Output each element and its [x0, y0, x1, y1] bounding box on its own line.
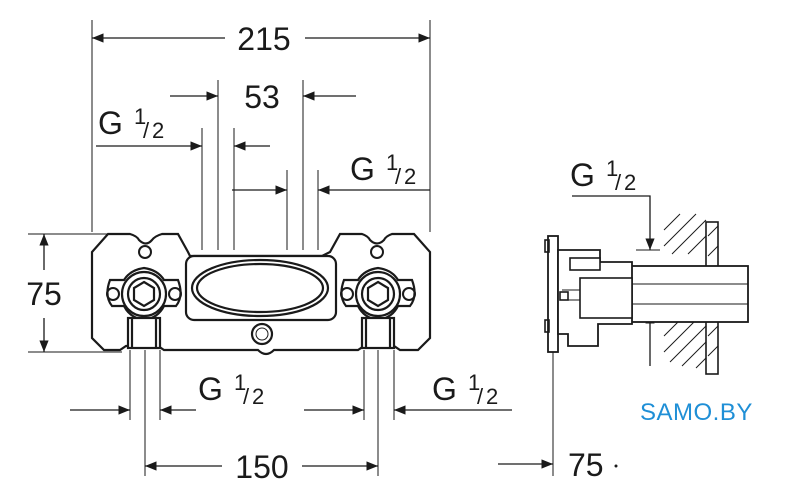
svg-text:G: G	[98, 105, 123, 141]
watermark-logo: SAMO.BY	[640, 399, 753, 426]
svg-text:1: 1	[234, 370, 246, 395]
dim-150-label: 150	[235, 449, 288, 485]
dim-53-label: 53	[244, 79, 280, 115]
svg-text:/: /	[615, 170, 622, 195]
right-valve	[340, 266, 416, 350]
svg-text:2: 2	[404, 164, 416, 189]
dim-75-height-label: 75	[26, 276, 62, 312]
svg-text:/: /	[395, 164, 402, 189]
svg-text:G: G	[432, 371, 457, 407]
thread-label-bottom-right: G 1 / 2	[432, 370, 498, 409]
svg-text:2: 2	[152, 118, 164, 143]
svg-text:2: 2	[486, 384, 498, 409]
svg-text:/: /	[143, 118, 150, 143]
side-view: G 1 / 2	[498, 156, 753, 483]
thread-label-upper-right: G 1 / 2	[350, 150, 416, 189]
svg-text:G: G	[198, 371, 223, 407]
svg-text:1: 1	[606, 156, 618, 181]
thread-label-upper-left: G 1 / 2	[98, 104, 164, 143]
svg-text:/: /	[243, 384, 250, 409]
thread-label-bottom-left: G 1 / 2	[198, 370, 264, 409]
svg-text:1: 1	[386, 150, 398, 175]
dim-215-label: 215	[237, 21, 290, 57]
svg-text:G: G	[570, 157, 595, 193]
center-window	[184, 254, 338, 322]
left-valve	[106, 266, 182, 350]
svg-text:G: G	[350, 151, 375, 187]
svg-text:1: 1	[134, 104, 146, 129]
dim-75-depth-label: 75	[568, 447, 604, 483]
thread-label-side: G 1 / 2	[570, 156, 636, 195]
svg-text:1: 1	[468, 370, 480, 395]
svg-text:/: /	[477, 384, 484, 409]
svg-text:2: 2	[252, 384, 264, 409]
svg-text:2: 2	[624, 170, 636, 195]
front-view: 215 53 G 1 / 2 G 1 / 2	[26, 20, 512, 485]
